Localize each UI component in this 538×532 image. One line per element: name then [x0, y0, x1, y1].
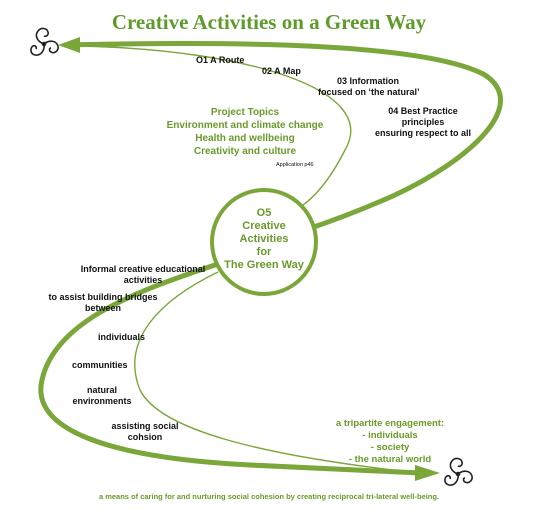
output-o1-label: O1 A Route [196, 55, 245, 65]
informal-activities-label: Informal creative educational activities [80, 264, 206, 285]
output-o3-label: 03 Information focused on ‘the natural’ [318, 76, 420, 97]
natural-environments-label: natural environments [72, 385, 132, 406]
center-label: O5 Creative Activities for The Green Way [224, 207, 304, 271]
tripartite-item: - society [370, 442, 410, 453]
topic-item: Health and wellbeing [195, 133, 295, 144]
tripartite-item: - individuals [362, 430, 418, 441]
tripartite-heading: a tripartite engagement: [335, 418, 445, 429]
footer-caption: a means of caring for and nurturing soci… [98, 492, 440, 501]
social-cohesion-label: assisting social cohsion [111, 421, 179, 442]
communities-label: communities [72, 360, 128, 370]
center-circle [210, 188, 318, 296]
project-topics-heading: Project Topics [210, 107, 280, 118]
lower-arrowhead [415, 465, 440, 481]
topic-item: Creativity and culture [193, 146, 297, 157]
upper-arrowhead [58, 37, 80, 53]
output-o2-label: 02 A Map [262, 66, 301, 76]
application-reference: Application p46 [276, 162, 314, 168]
upper-thin-curve [79, 45, 352, 213]
project-topics: Project Topics Environment and climate c… [160, 106, 330, 158]
individuals-label: individuals [98, 332, 146, 342]
tripartite-item: - the natural world [348, 454, 432, 465]
triskele-icon [444, 457, 473, 486]
bridges-label: to assist building bridges between [48, 292, 158, 313]
topic-item: Environment and climate change [166, 120, 324, 131]
triskele-icon [30, 27, 59, 56]
lower-thin-curve [134, 271, 411, 473]
upper-thick-arrow [62, 41, 503, 233]
output-o4-label: 04 Best Practice principles ensuring res… [374, 106, 472, 138]
page-title: Creative Activities on a Green Way [111, 10, 427, 34]
lower-thick-arrow [38, 262, 423, 476]
tripartite-engagement: a tripartite engagement: - individuals -… [320, 418, 460, 466]
